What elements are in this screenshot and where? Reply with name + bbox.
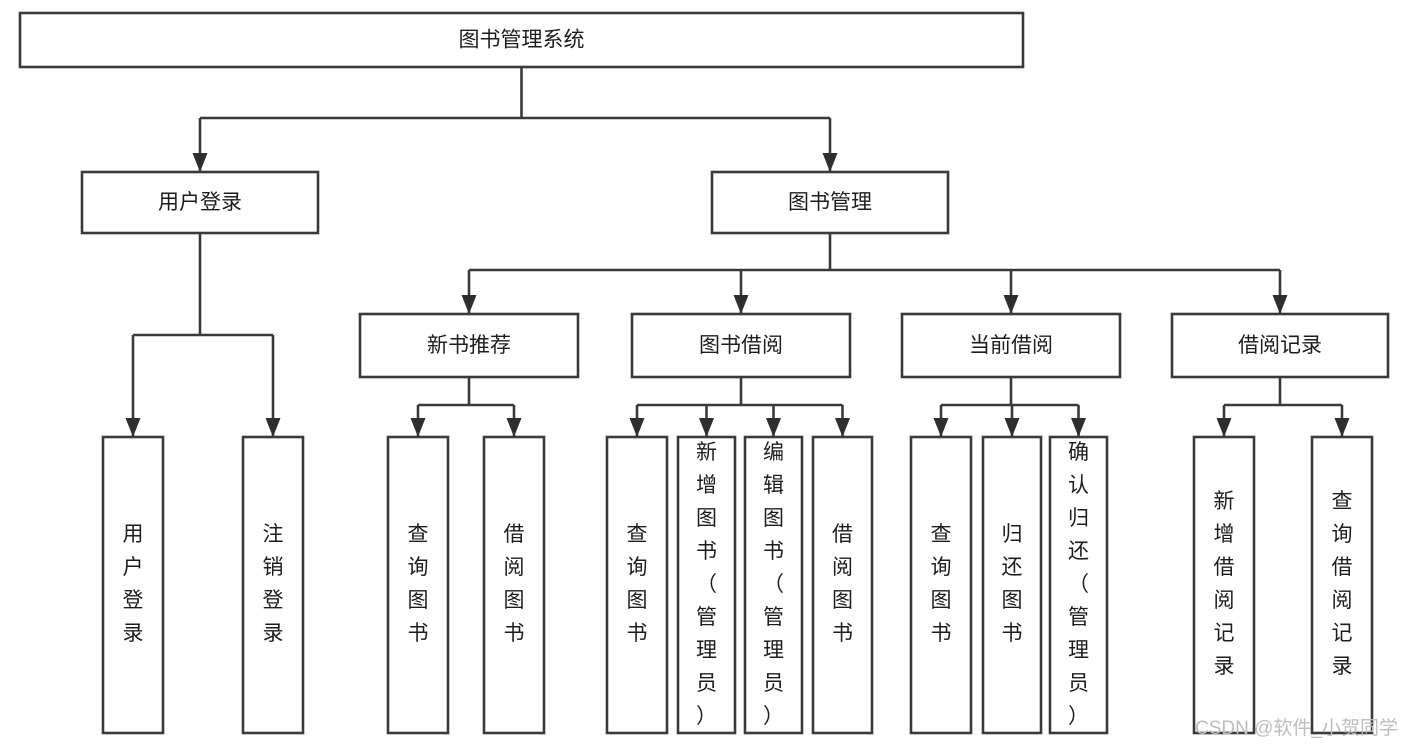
node-leaf-6[interactable]: 编辑图书（管理员）	[743, 435, 804, 735]
node-label: 确认归还（管理员）	[1068, 441, 1089, 728]
node-label: 用户登录	[123, 523, 144, 645]
node-box[interactable]	[358, 312, 580, 379]
node-l3-1[interactable]: 图书借阅	[630, 312, 852, 379]
node-box[interactable]	[482, 435, 546, 735]
arrow-head-icon	[766, 418, 781, 437]
node-label: 查询图书	[627, 523, 648, 645]
node-label: 注销登录	[263, 523, 284, 645]
node-label: 借阅图书	[832, 523, 853, 645]
node-label: 查询图书	[931, 523, 952, 645]
arrow-head-icon	[506, 418, 522, 437]
arrow-head-icon	[699, 418, 714, 437]
node-box[interactable]	[386, 435, 450, 735]
node-l3-3[interactable]: 借阅记录	[1170, 312, 1390, 379]
arrow-head-icon	[629, 418, 645, 437]
node-box[interactable]	[1310, 435, 1374, 735]
node-box[interactable]	[900, 312, 1122, 379]
node-box[interactable]	[1170, 312, 1390, 379]
node-root-0[interactable]: 图书管理系统	[18, 11, 1025, 69]
node-box[interactable]	[981, 435, 1043, 735]
arrow-head-icon	[1334, 418, 1350, 437]
connector-group	[1216, 377, 1350, 437]
node-label: 归还图书	[1002, 523, 1023, 645]
arrow-head-icon	[933, 418, 949, 437]
node-leaf-2[interactable]: 查询图书	[386, 435, 450, 735]
arrow-head-icon	[1216, 418, 1232, 437]
node-box[interactable]	[1192, 435, 1256, 735]
node-label: 编辑图书（管理员）	[763, 441, 784, 728]
node-box[interactable]	[676, 435, 737, 735]
node-leaf-4[interactable]: 查询图书	[605, 435, 669, 735]
node-label: 新增借阅记录	[1214, 490, 1235, 678]
connector-group	[629, 377, 850, 437]
node-l3-0[interactable]: 新书推荐	[358, 312, 580, 379]
node-box[interactable]	[630, 312, 852, 379]
node-label: 借阅记录	[1238, 334, 1322, 357]
node-l2-1[interactable]: 图书管理	[710, 170, 950, 235]
node-leaf-1[interactable]: 注销登录	[241, 435, 305, 735]
arrow-head-icon	[192, 153, 208, 172]
arrow-head-icon	[822, 153, 838, 172]
arrow-head-icon	[1003, 295, 1019, 314]
arrow-head-icon	[1071, 418, 1086, 437]
node-leaf-7[interactable]: 借阅图书	[811, 435, 874, 735]
arrow-head-icon	[410, 418, 426, 437]
connector-group	[192, 67, 838, 172]
node-label: 图书管理系统	[459, 29, 585, 52]
node-label: 当前借阅	[969, 334, 1053, 357]
node-leaf-12[interactable]: 查询借阅记录	[1310, 435, 1374, 735]
node-leaf-0[interactable]: 用户登录	[101, 435, 165, 735]
node-layer: 图书管理系统用户登录图书管理新书推荐图书借阅当前借阅借阅记录用户登录注销登录查询…	[18, 11, 1390, 735]
connector-group	[410, 377, 522, 437]
node-box[interactable]	[241, 435, 305, 735]
node-leaf-8[interactable]: 查询图书	[909, 435, 973, 735]
node-box[interactable]	[909, 435, 973, 735]
connector-group	[125, 233, 281, 437]
node-leaf-5[interactable]: 新增图书（管理员）	[676, 435, 737, 735]
node-label: 新书推荐	[427, 334, 511, 357]
arrow-head-icon	[1272, 295, 1288, 314]
node-box[interactable]	[1048, 435, 1109, 735]
node-leaf-10[interactable]: 确认归还（管理员）	[1048, 435, 1109, 735]
node-label: 借阅图书	[504, 523, 525, 645]
node-label: 查询借阅记录	[1332, 490, 1353, 678]
connector-group	[933, 377, 1086, 437]
watermark-label: CSDN @软件_小贺同学	[1195, 717, 1398, 739]
node-box[interactable]	[101, 435, 165, 735]
node-leaf-11[interactable]: 新增借阅记录	[1192, 435, 1256, 735]
node-leaf-9[interactable]: 归还图书	[981, 435, 1043, 735]
node-label: 查询图书	[408, 523, 429, 645]
connector-group	[461, 233, 1288, 314]
arrow-head-icon	[125, 418, 141, 437]
arrow-head-icon	[1004, 418, 1020, 437]
arrow-head-icon	[733, 295, 749, 314]
node-leaf-3[interactable]: 借阅图书	[482, 435, 546, 735]
node-box[interactable]	[80, 170, 320, 235]
node-label: 新增图书（管理员）	[696, 441, 717, 728]
node-l3-2[interactable]: 当前借阅	[900, 312, 1122, 379]
node-box[interactable]	[605, 435, 669, 735]
node-box[interactable]	[811, 435, 874, 735]
node-label: 图书管理	[788, 191, 872, 214]
connector-layer	[125, 67, 1350, 437]
node-l2-0[interactable]: 用户登录	[80, 170, 320, 235]
arrow-head-icon	[461, 295, 477, 314]
node-label: 用户登录	[158, 191, 242, 214]
node-box[interactable]	[743, 435, 804, 735]
node-label: 图书借阅	[699, 334, 783, 357]
arrow-head-icon	[265, 418, 281, 437]
node-box[interactable]	[710, 170, 950, 235]
node-box[interactable]	[18, 11, 1025, 69]
arrow-head-icon	[835, 418, 850, 437]
